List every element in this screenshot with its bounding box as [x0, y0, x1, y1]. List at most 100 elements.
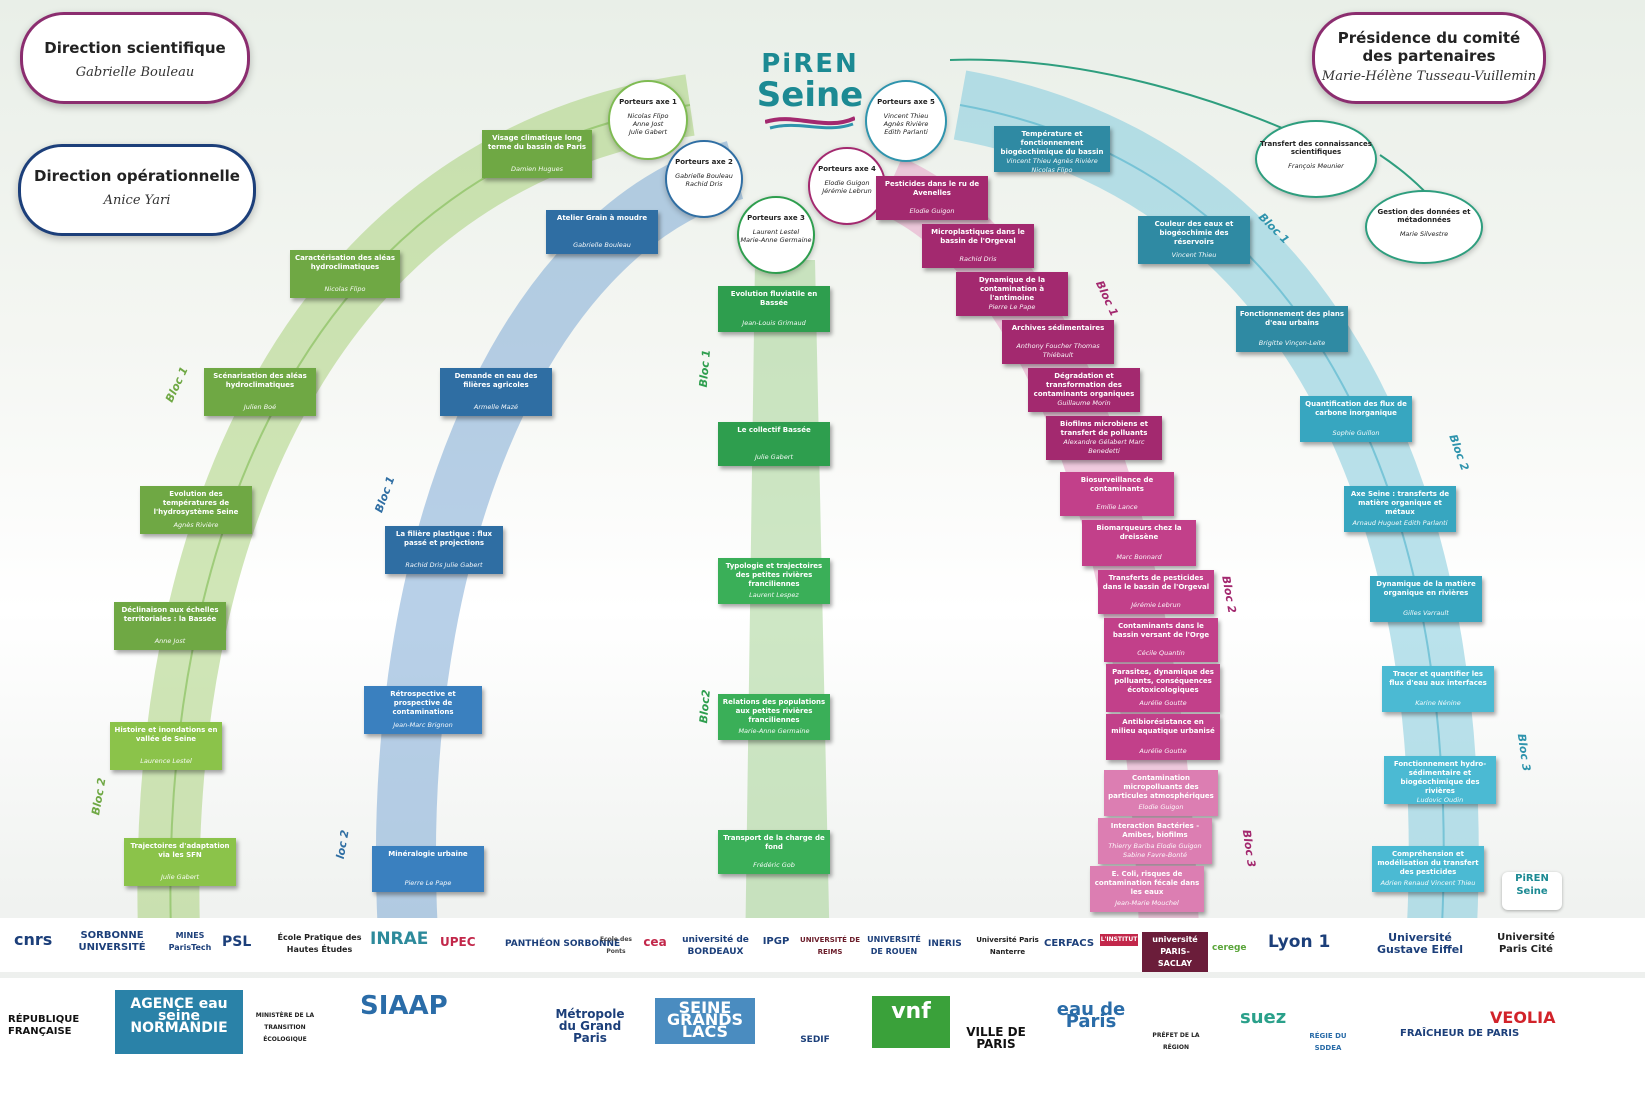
- project-people: Armelle Mazé: [443, 403, 549, 412]
- partner-logo: PRÉFET DE LA RÉGION: [1146, 1030, 1206, 1054]
- project-card-axis1[interactable]: Evolution des températures de l'hydrosys…: [140, 486, 252, 534]
- project-people: Julien Boé: [207, 403, 313, 412]
- partner-logo: AGENCE eau seine NORMANDIE: [115, 990, 243, 1054]
- partner-logo: FRAÎCHEUR DE PARIS: [1400, 1028, 1519, 1040]
- project-title: Scénarisation des aléas hydroclimatiques: [207, 372, 313, 390]
- axis5-leaders-bubble: Porteurs axe 5 Vincent Thieu Agnès Riviè…: [865, 80, 947, 162]
- project-people: Arnaud Huguet Edith Parlanti: [1347, 519, 1453, 528]
- project-title: Le collectif Bassée: [721, 426, 827, 435]
- project-card-axis5[interactable]: Quantification des flux de carbone inorg…: [1300, 396, 1412, 442]
- partner-logo: École Pratique des Hautes Études: [272, 932, 367, 956]
- project-title: Couleur des eaux et biogéochimie des rés…: [1141, 220, 1247, 247]
- project-card-axis2[interactable]: Demande en eau des filières agricoles Ar…: [440, 368, 552, 416]
- axis1-leader: Nicolas Flipo: [610, 112, 686, 120]
- project-title: Biomarqueurs chez la dreissène: [1085, 524, 1193, 542]
- project-card-axis4[interactable]: Biosurveillance de contaminants Emilie L…: [1060, 472, 1174, 516]
- project-card-axis1[interactable]: Scénarisation des aléas hydroclimatiques…: [204, 368, 316, 416]
- project-title: Fonctionnement hydro-sédimentaire et bio…: [1387, 760, 1493, 796]
- project-card-axis3[interactable]: Typologie et trajectoires des petites ri…: [718, 558, 830, 604]
- data-management-bubble: Gestion des données et métadonnées Marie…: [1365, 190, 1483, 264]
- project-people: Damien Hugues: [485, 165, 589, 174]
- project-people: Vincent Thieu Agnès Rivière Nicolas Flip…: [997, 157, 1107, 175]
- project-card-axis4[interactable]: Biomarqueurs chez la dreissène Marc Bonn…: [1082, 520, 1196, 566]
- project-card-axis4[interactable]: Archives sédimentaires Anthony Foucher T…: [1002, 320, 1114, 364]
- project-people: Pierre Le Pape: [375, 879, 481, 888]
- project-people: Alexandre Gélabert Marc Benedetti: [1049, 438, 1159, 456]
- project-people: Laurence Lestel: [113, 757, 219, 766]
- project-card-axis5[interactable]: Compréhension et modélisation du transfe…: [1372, 846, 1484, 892]
- project-card-axis4[interactable]: Microplastiques dans le bassin de l'Orge…: [922, 224, 1034, 268]
- project-people: Jérémie Lebrun: [1101, 601, 1211, 610]
- project-card-axis5[interactable]: Couleur des eaux et biogéochimie des rés…: [1138, 216, 1250, 264]
- project-card-axis1[interactable]: Histoire et inondations en vallée de Sei…: [110, 722, 222, 770]
- partner-logo: université PARIS-SACLAY: [1142, 932, 1208, 972]
- project-title: Contamination micropolluants des particu…: [1107, 774, 1215, 801]
- project-card-axis3[interactable]: Relations des populations aux petites ri…: [718, 694, 830, 740]
- project-card-axis4[interactable]: Interaction Bactéries - Amibes, biofilms…: [1098, 818, 1212, 864]
- project-card-axis4[interactable]: Pesticides dans le ru de Avenelles Elodi…: [876, 176, 988, 220]
- project-card-axis5[interactable]: Fonctionnement hydro-sédimentaire et bio…: [1384, 756, 1496, 804]
- project-card-axis1[interactable]: Visage climatique long terme du bassin d…: [482, 130, 592, 178]
- project-card-axis1[interactable]: Caractérisation des aléas hydroclimatiqu…: [290, 250, 400, 298]
- project-people: Adrien Renaud Vincent Thieu: [1375, 879, 1481, 888]
- axis3-leaders-bubble: Porteurs axe 3 Laurent Lestel Marie-Anne…: [737, 196, 815, 274]
- project-card-axis3[interactable]: Transport de la charge de fond Frédéric …: [718, 830, 830, 874]
- partner-logo: UNIVERSITÉ DE ROUEN: [864, 934, 924, 958]
- project-card-axis3[interactable]: Evolution fluviatile en Bassée Jean-Loui…: [718, 286, 830, 332]
- project-card-axis5[interactable]: Dynamique de la matière organique en riv…: [1370, 576, 1482, 622]
- project-card-axis4[interactable]: Antibiorésistance en milieu aquatique ur…: [1106, 714, 1220, 760]
- project-people: Gilles Varrault: [1373, 609, 1479, 618]
- project-card-axis2[interactable]: Rétrospective et prospective de contamin…: [364, 686, 482, 734]
- project-card-axis2[interactable]: Minéralogie urbaine Pierre Le Pape: [372, 846, 484, 892]
- project-people: Frédéric Gob: [721, 861, 827, 870]
- project-people: Vincent Thieu: [1141, 251, 1247, 260]
- project-people: Anne Jost: [117, 637, 223, 646]
- project-card-axis3[interactable]: Le collectif Bassée Julie Gabert: [718, 422, 830, 466]
- project-title: Histoire et inondations en vallée de Sei…: [113, 726, 219, 744]
- project-card-axis4[interactable]: Dégradation et transformation des contam…: [1028, 368, 1140, 412]
- project-people: Laurent Lespez: [721, 591, 827, 600]
- project-title: Axe Seine : transferts de matière organi…: [1347, 490, 1453, 517]
- project-title: Biofilms microbiens et transfert de poll…: [1049, 420, 1159, 438]
- project-people: Julie Gabert: [721, 453, 827, 462]
- scientific-direction-title: Direction scientifique: [23, 39, 247, 57]
- project-title: Demande en eau des filières agricoles: [443, 372, 549, 390]
- project-title: La filière plastique : flux passé et pro…: [388, 530, 500, 548]
- partner-logo: Université Paris Nanterre: [975, 934, 1040, 958]
- project-card-axis5[interactable]: Fonctionnement des plans d'eau urbains B…: [1236, 306, 1348, 352]
- axis5-leader: Edith Parlanti: [867, 128, 945, 136]
- knowledge-transfer-title: Transfert des connaissances scientifique…: [1257, 140, 1375, 156]
- project-people: Agnès Rivière: [143, 521, 249, 530]
- project-people: Julie Gabert: [127, 873, 233, 882]
- partner-logo: MINISTÈRE DE LA TRANSITION ÉCOLOGIQUE: [255, 1010, 315, 1046]
- project-title: Transferts de pesticides dans le bassin …: [1101, 574, 1211, 592]
- project-card-axis2[interactable]: Atelier Grain à moudre Gabrielle Bouleau: [546, 210, 658, 254]
- axis5-leader: Vincent Thieu: [867, 112, 945, 120]
- data-management-title: Gestion des données et métadonnées: [1367, 208, 1481, 224]
- project-card-axis2[interactable]: La filière plastique : flux passé et pro…: [385, 526, 503, 574]
- project-card-axis4[interactable]: Contamination micropolluants des particu…: [1104, 770, 1218, 816]
- project-people: Rachid Dris Julie Gabert: [388, 561, 500, 570]
- axis4-leader: Jérémie Lebrun: [810, 187, 884, 195]
- project-people: Gabrielle Bouleau: [549, 241, 655, 250]
- project-people: Jean-Marie Mouchel: [1093, 899, 1201, 908]
- project-people: Anthony Foucher Thomas Thiébault: [1005, 342, 1111, 360]
- presidency-title-1: Présidence du comité: [1315, 29, 1543, 47]
- project-card-axis5[interactable]: Axe Seine : transferts de matière organi…: [1344, 486, 1456, 532]
- project-people: Karine Nénine: [1385, 699, 1491, 708]
- project-title: Déclinaison aux échelles territoriales :…: [117, 606, 223, 624]
- project-card-axis5[interactable]: Température et fonctionnement biogéochim…: [994, 126, 1110, 172]
- project-card-axis5[interactable]: Tracer et quantifier les flux d'eau aux …: [1382, 666, 1494, 712]
- project-card-axis4[interactable]: Dynamique de la contamination à l'antimo…: [956, 272, 1068, 316]
- project-card-axis4[interactable]: Biofilms microbiens et transfert de poll…: [1046, 416, 1162, 460]
- project-title: Antibiorésistance en milieu aquatique ur…: [1109, 718, 1217, 736]
- axis1-leaders-title: Porteurs axe 1: [610, 98, 686, 106]
- project-people: Jean-Marc Brignon: [367, 721, 479, 730]
- project-card-axis4[interactable]: E. Coli, risques de contamination fécale…: [1090, 866, 1204, 912]
- small-logo: PiREN Seine: [1502, 872, 1562, 910]
- project-card-axis1[interactable]: Déclinaison aux échelles territoriales :…: [114, 602, 226, 650]
- project-card-axis4[interactable]: Transferts de pesticides dans le bassin …: [1098, 570, 1214, 614]
- project-card-axis4[interactable]: Parasites, dynamique des polluants, cons…: [1106, 664, 1220, 712]
- project-card-axis1[interactable]: Trajectoires d'adaptation via les SFN Ju…: [124, 838, 236, 886]
- project-card-axis4[interactable]: Contaminants dans le bassin versant de l…: [1104, 618, 1218, 662]
